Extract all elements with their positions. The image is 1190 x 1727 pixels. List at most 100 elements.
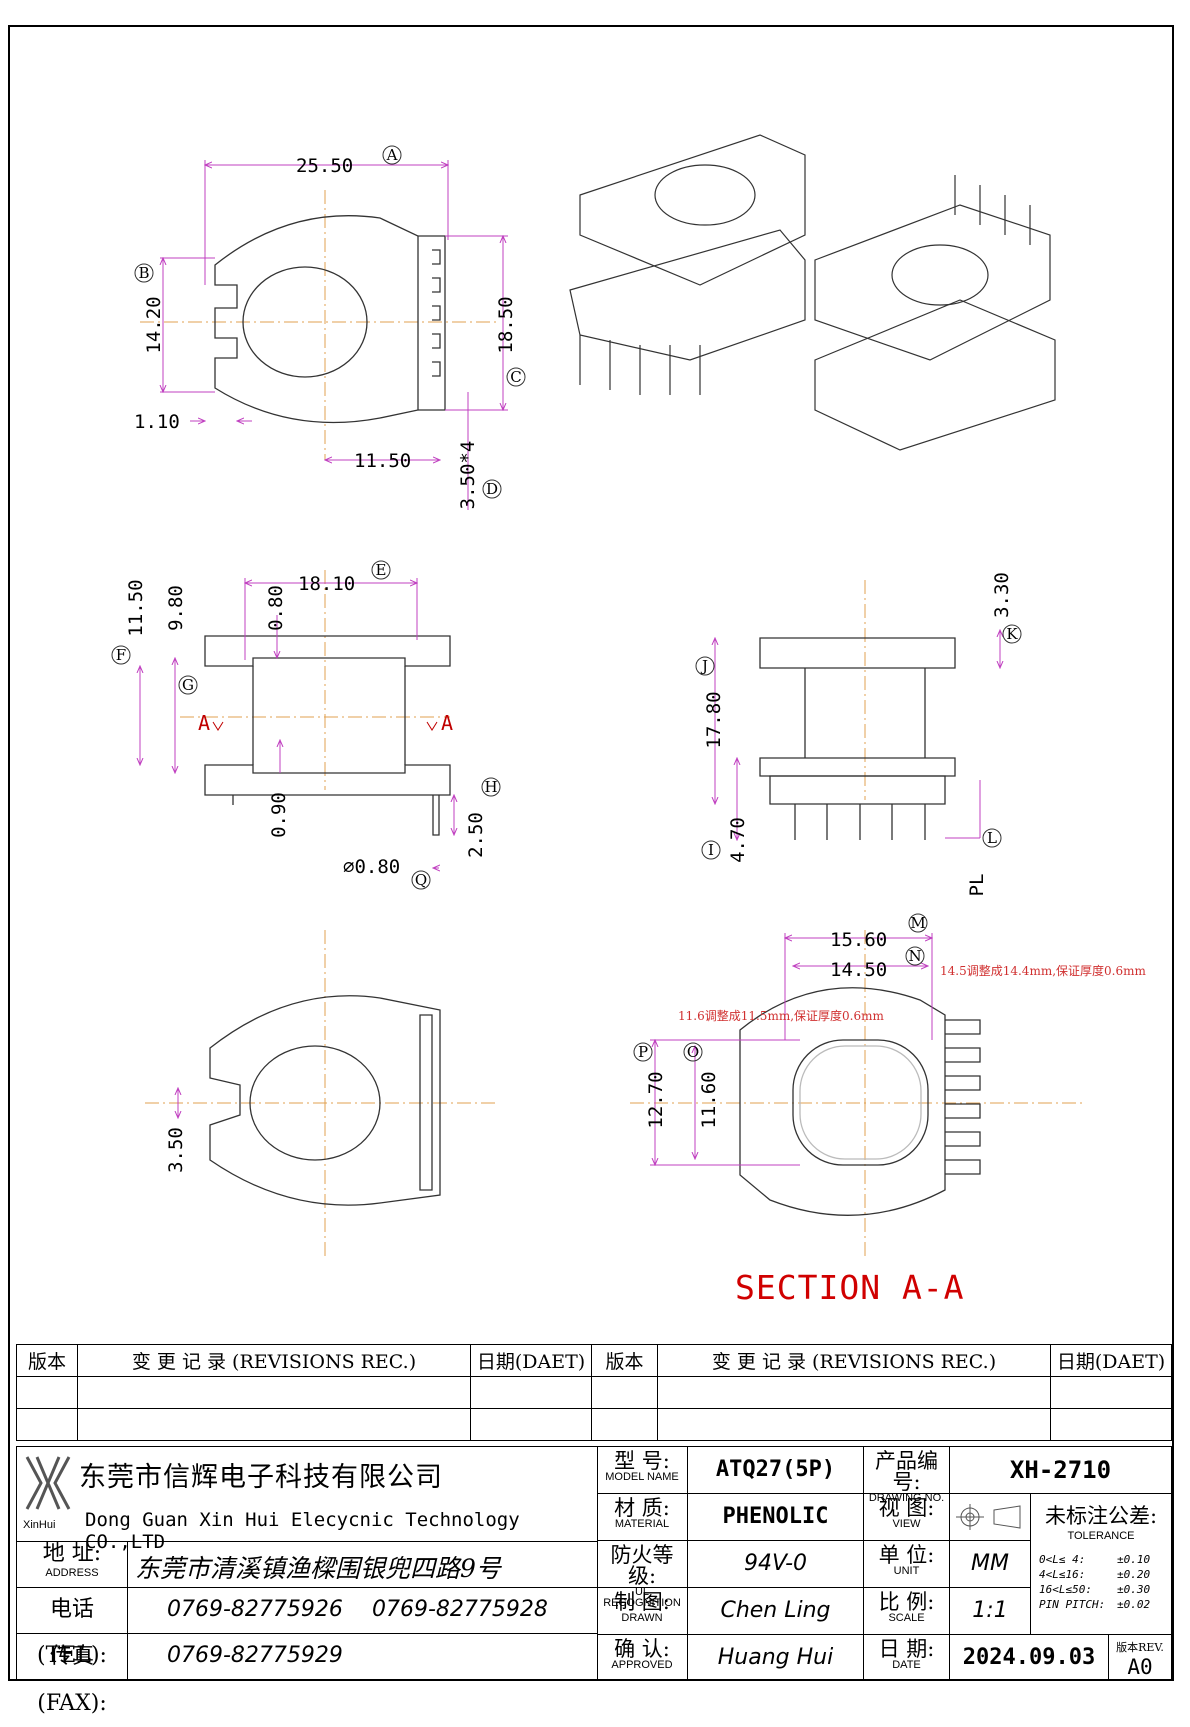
- dim-text: 1.10: [134, 411, 180, 433]
- date-value: 2024.09.03: [950, 1635, 1109, 1680]
- marker-letter: N: [908, 947, 921, 965]
- approved-value: Huang Hui: [717, 1645, 834, 1670]
- view-symbol: [950, 1494, 1031, 1541]
- scale-label-cell: 比 例:SCALE: [864, 1588, 949, 1635]
- company-name-en: Dong Guan Xin Hui Elecycnic Technology C…: [85, 1509, 520, 1553]
- marker-letter: B: [138, 264, 149, 282]
- marker-letter: K: [1006, 625, 1018, 643]
- unit-label-cell: 单 位:UNIT: [864, 1541, 949, 1588]
- rev-date-header: 日期(DAET): [470, 1344, 592, 1377]
- rev-row: [16, 1408, 1172, 1441]
- dim-text: 14.50: [830, 959, 887, 981]
- company-block: XinHui 东莞市信辉电子科技有限公司 Dong Guan Xin Hui E…: [17, 1447, 598, 1553]
- dim-text: 11.50: [354, 450, 411, 472]
- tolerance-rows: 0<L≤ 4:±0.10 4<L≤16:±0.20 16<L≤50:±0.30 …: [1031, 1552, 1171, 1612]
- rev-row: [16, 1376, 1172, 1409]
- address-value: 东莞市清溪镇渔樑围银兜四路9号: [135, 1554, 501, 1583]
- dim-text: 4.70: [727, 817, 749, 863]
- marker-letter: H: [484, 778, 497, 796]
- rev-version-header: 版本: [591, 1344, 658, 1377]
- model-caption: MODEL NAME: [605, 1471, 679, 1483]
- marker-letter: I: [708, 841, 714, 859]
- dim-text: 25.50: [296, 155, 353, 177]
- fax-row: 传真(FAX): 0769-82775929: [17, 1633, 598, 1716]
- tolerance-caption: TOLERANCE: [1067, 1530, 1135, 1542]
- dim-text: 0.80: [265, 585, 287, 631]
- drawing-no-value: XH-2710: [950, 1447, 1171, 1494]
- section-arrow-left: A: [198, 711, 210, 735]
- tolerance-block: 未标注公差: TOLERANCE 0<L≤ 4:±0.10 4<L≤16:±0.…: [1031, 1494, 1171, 1635]
- unit-caption: UNIT: [893, 1565, 920, 1577]
- adjust-note-2: 11.6调整成11.5mm,保证厚度0.6mm: [678, 1008, 884, 1023]
- dim-text: PL: [966, 874, 988, 897]
- marker-letter: F: [116, 646, 126, 664]
- marker-letter: P: [638, 1043, 648, 1061]
- left-labels-col: 型 号:MODEL NAME 材 质:MATERIAL 防火等级:UL RECO…: [597, 1447, 688, 1680]
- dim-text: 0.90: [268, 792, 290, 838]
- top-view: [214, 215, 446, 424]
- marker-letter: J: [700, 657, 708, 675]
- approved-label: 确 认:: [614, 1637, 670, 1661]
- dim-text: 3.50*4: [457, 441, 479, 510]
- side-view: [759, 637, 956, 840]
- front-view: [204, 635, 451, 836]
- dimension-texts: 25.50 14.20 18.50 1.10 11.50 3.50*4 18.1…: [125, 155, 1013, 1173]
- rev-value: A0: [1127, 1655, 1153, 1679]
- section-arrow-right: A: [441, 711, 453, 735]
- reference-letters: A B C D E F G H Q J K I L M N P O: [116, 146, 1019, 1061]
- dimension-lines: [140, 160, 1000, 1165]
- address-row: 地 址: ADDRESS 东莞市清溪镇渔樑围银兜四路9号: [17, 1541, 598, 1588]
- logo-text: XinHui: [23, 1519, 56, 1531]
- fax-label: 传真(FAX):: [17, 1633, 128, 1716]
- bottom-view: [209, 995, 441, 1206]
- rev-record-header: 变 更 记 录 (REVISIONS REC.): [657, 1344, 1051, 1377]
- scale-label: 比 例:: [878, 1590, 935, 1614]
- scale-value: 1:1: [950, 1588, 1031, 1635]
- tel-row: 电话(TEL): 0769-82775926 0769-82775928: [17, 1587, 598, 1668]
- marker-letter: A: [386, 146, 398, 164]
- dim-text: 3.30: [991, 572, 1013, 618]
- isometric-views: [569, 134, 1056, 451]
- dim-text: 11.50: [125, 579, 147, 636]
- marker-letter: M: [910, 914, 925, 932]
- marker-letter: G: [182, 676, 194, 694]
- company-name-cn: 东莞市信辉电子科技有限公司: [79, 1462, 443, 1493]
- rev-label: 版本REV.: [1116, 1641, 1164, 1654]
- model-value: ATQ27(5P): [688, 1447, 863, 1494]
- ul-label: 防火等级:: [610, 1543, 674, 1588]
- drawn-value: Chen Ling: [688, 1588, 863, 1635]
- tolerance-row: 16<L≤50:±0.30: [1039, 1583, 1151, 1596]
- ul-label-cell: 防火等级:UL RECOGNITION: [597, 1541, 687, 1609]
- right-labels-col: 产品编号:DRAWING NO. 视 图:VIEW 单 位:UNIT 比 例:S…: [864, 1447, 950, 1680]
- drawn-label-cell: 制 图:DRAWN: [597, 1588, 687, 1635]
- address-label-cell: 地 址: ADDRESS: [17, 1541, 128, 1587]
- dim-text: 17.80: [703, 691, 725, 748]
- approved-label-cell: 确 认:APPROVED: [597, 1635, 687, 1681]
- adjust-note-1: 14.5调整成14.4mm,保证厚度0.6mm: [940, 963, 1146, 978]
- model-label-cell: 型 号:MODEL NAME: [597, 1447, 687, 1494]
- drawing-area: 25.50 14.20 18.50 1.10 11.50 3.50*4 18.1…: [111, 134, 1146, 1260]
- dim-text: 14.20: [143, 296, 165, 353]
- ul-value: 94V-0: [688, 1541, 863, 1588]
- drawn-label: 制 图:: [614, 1590, 670, 1614]
- unit-value: MM: [950, 1541, 1031, 1588]
- tel-value-2: 0769-82775928: [372, 1597, 548, 1622]
- marker-letter: D: [486, 480, 498, 498]
- tel-label: 电话(TEL):: [17, 1587, 128, 1668]
- center-lines: [140, 190, 1085, 1260]
- rev-record-header: 变 更 记 录 (REVISIONS REC.): [77, 1344, 471, 1377]
- view-label-cell: 视 图:VIEW: [864, 1494, 949, 1541]
- marker-letter: O: [687, 1043, 699, 1061]
- company-logo-icon: [25, 1456, 71, 1510]
- dim-text: 3.50: [165, 1127, 187, 1173]
- unit-label: 单 位:: [878, 1543, 935, 1567]
- dim-text: 15.60: [830, 929, 887, 951]
- marker-letter: L: [987, 829, 997, 847]
- material-label-cell: 材 质:MATERIAL: [597, 1494, 687, 1541]
- tolerance-row: PIN PITCH:±0.02: [1039, 1598, 1151, 1611]
- dim-text: 18.50: [495, 296, 517, 353]
- address-label: 地 址:: [42, 1541, 102, 1566]
- ul-caption: UL RECOGNITION: [603, 1586, 681, 1609]
- drawing-no-label: 产品编号:: [875, 1449, 938, 1494]
- dim-text: 12.70: [645, 1071, 667, 1128]
